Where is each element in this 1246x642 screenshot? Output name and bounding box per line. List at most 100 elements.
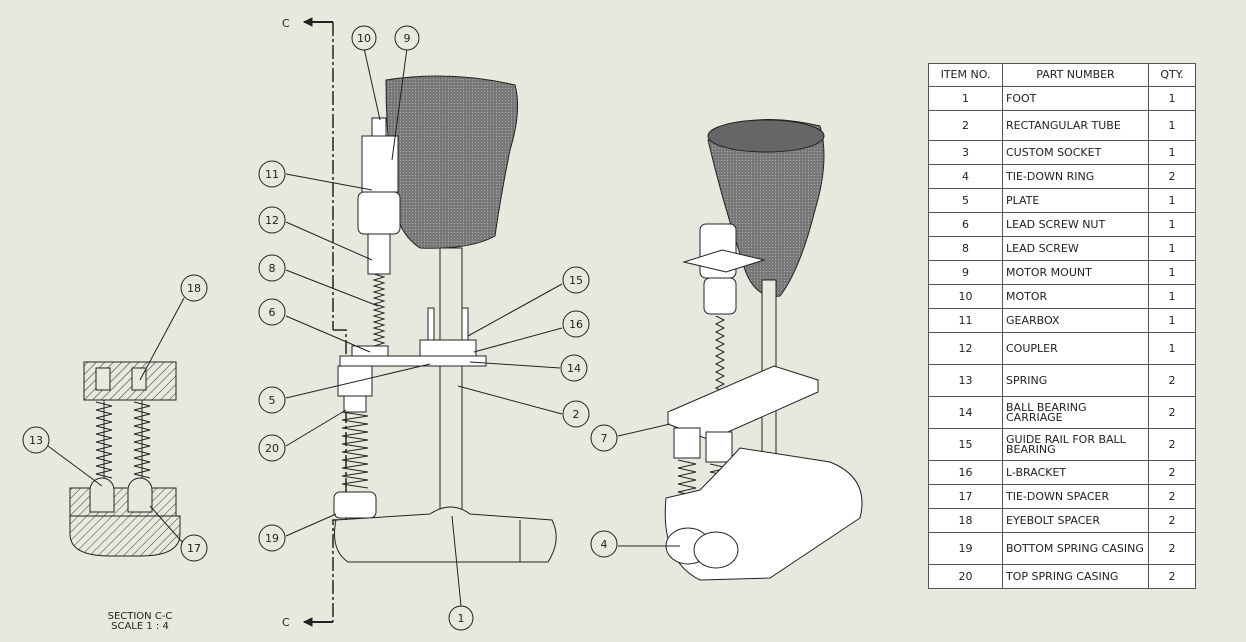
rectangular-tube [439,247,463,515]
bom-qty: 2 [1148,508,1196,533]
bom-item-no: 8 [928,236,1003,261]
balloon-12: 12 [258,206,286,234]
bom-part-number: BOTTOM SPRING CASING [1002,532,1149,565]
balloon-17-label: 17 [187,542,201,555]
bom-item-no: 13 [928,364,1003,397]
balloon-16-label: 16 [569,318,583,331]
bom-part-number: MOTOR [1002,284,1149,309]
foot [334,506,557,563]
balloon-15: 15 [562,266,590,294]
bom-item-no: 20 [928,564,1003,589]
header-item-no: ITEM NO. [928,63,1003,87]
balloon-13-label: 13 [29,434,43,447]
bom-item-no: 5 [928,188,1003,213]
top-spring-casing [337,365,373,397]
section-label-top: C [282,17,290,30]
balloon-14-label: 14 [567,362,581,375]
bom-item-no: 15 [928,428,1003,461]
motor [361,135,399,193]
coupler [367,233,391,275]
bom-qty: 1 [1148,140,1196,165]
foot-section [69,515,181,557]
bom-item-no: 14 [928,396,1003,429]
bom-qty: 1 [1148,188,1196,213]
custom-socket [385,75,519,249]
balloon-19-label: 19 [265,532,279,545]
balloon-11-label: 11 [265,168,279,181]
balloon-13: 13 [22,426,50,454]
bom-item-no: 12 [928,332,1003,365]
lead-screw-nut [351,345,389,357]
bom-qty: 2 [1148,396,1196,429]
bom-part-number: TOP SPRING CASING [1002,564,1149,589]
bom-qty: 1 [1148,260,1196,285]
bom-item-no: 17 [928,484,1003,509]
bom-part-number: TIE-DOWN SPACER [1002,484,1149,509]
balloon-8-label: 8 [269,262,276,275]
balloon-18-label: 18 [187,282,201,295]
balloon-11: 11 [258,160,286,188]
bom-part-number: EYEBOLT SPACER [1002,508,1149,533]
bom-qty: 2 [1148,532,1196,565]
bom-part-number: LEAD SCREW NUT [1002,212,1149,237]
bom-part-number: RECTANGULAR TUBE [1002,110,1149,141]
bom-part-number: LEAD SCREW [1002,236,1149,261]
balloon-8: 8 [258,254,286,282]
bom-item-no: 19 [928,532,1003,565]
bom-part-number: COUPLER [1002,332,1149,365]
bom-item-no: 11 [928,308,1003,333]
balloon-1-label: 1 [458,612,465,625]
header-part-number: PART NUMBER [1002,63,1149,87]
bom-qty: 1 [1148,110,1196,141]
bom-part-number: BALL BEARING CARRIAGE [1002,396,1149,429]
balloon-7-label: 7 [601,432,608,445]
ball-bearing-carriage [419,339,477,357]
balloon-16: 16 [562,310,590,338]
bom-qty: 1 [1148,332,1196,365]
lead-screw [372,273,386,356]
section-title: SECTION C-C [107,611,173,622]
balloon-14: 14 [560,354,588,382]
bom-qty: 1 [1148,212,1196,237]
leader-lines [47,47,680,607]
balloon-9-label: 9 [404,32,411,45]
balloon-6-label: 6 [269,306,276,319]
balloon-2: 2 [562,400,590,428]
bom-item-no: 9 [928,260,1003,285]
bom-part-number: FOOT [1002,86,1149,111]
bom-item-no: 2 [928,110,1003,141]
balloon-4-label: 4 [601,538,608,551]
bom-part-number: CUSTOM SOCKET [1002,140,1149,165]
section-scale: SCALE 1 : 4 [111,621,169,632]
bom-qty: 2 [1148,364,1196,397]
bom-qty: 1 [1148,284,1196,309]
bom-qty: 1 [1148,236,1196,261]
balloon-5: 5 [258,386,286,414]
bom-part-number: L-BRACKET [1002,460,1149,485]
spring-front [341,411,369,489]
bom-item-no: 3 [928,140,1003,165]
bom-item-no: 6 [928,212,1003,237]
balloon-19: 19 [258,524,286,552]
bom-part-number: GEARBOX [1002,308,1149,333]
bottom-spring-casing [333,491,377,519]
header-qty: QTY. [1148,63,1196,87]
balloon-12-label: 12 [265,214,279,227]
balloon-5-label: 5 [269,394,276,407]
